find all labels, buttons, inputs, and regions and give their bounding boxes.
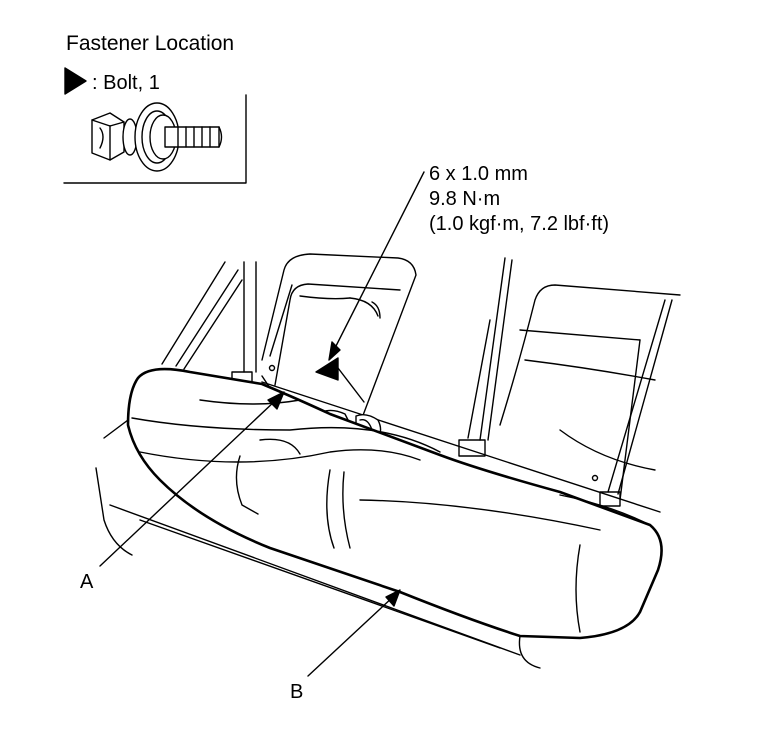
seat-cushion-outline — [126, 367, 663, 640]
seat-illustration — [95, 253, 681, 669]
bolt-leader-line — [337, 367, 365, 403]
callout-a-label: A — [80, 571, 94, 593]
callout-b-leader — [307, 595, 395, 677]
legend-item-label: : Bolt, 1 — [92, 72, 160, 94]
spec-leader-line — [334, 171, 425, 349]
torque-alt-label: (1.0 kgf·m, 7.2 lbf·ft) — [429, 213, 609, 235]
callout-a-leader — [99, 399, 277, 567]
torque-label: 9.8 N·m — [429, 188, 500, 210]
bolt-location-marker-icon — [315, 357, 339, 381]
bolt-marker-icon — [64, 67, 87, 95]
legend-box-border — [63, 94, 247, 184]
legend-box: Fastener Location : Bolt, 1 — [63, 32, 247, 184]
torque-spec: 6 x 1.0 mm 9.8 N·m (1.0 kgf·m, 7.2 lbf·f… — [429, 163, 609, 235]
bolt-icon — [91, 102, 223, 172]
callout-arrows — [99, 171, 425, 677]
callout-b-label: B — [290, 681, 303, 703]
legend-title: Fastener Location — [66, 32, 234, 55]
bolt-size-label: 6 x 1.0 mm — [429, 163, 528, 185]
